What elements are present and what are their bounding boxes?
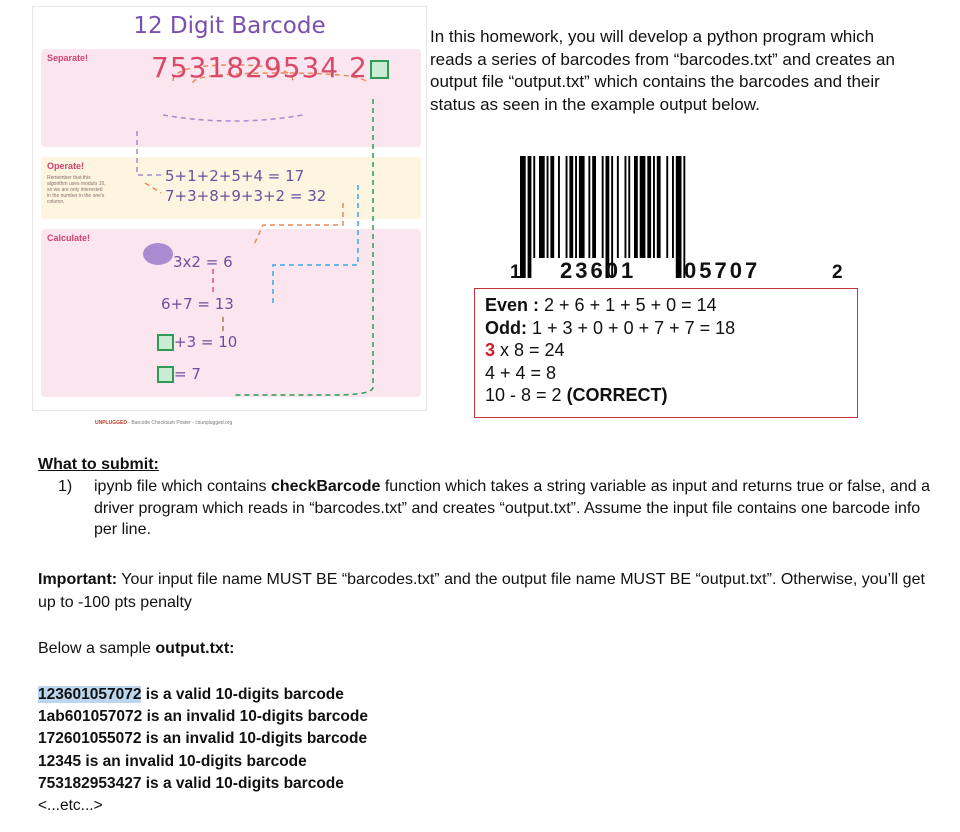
barcode-bar [639,156,646,258]
odd-line: Odd: 1 + 3 + 0 + 0 + 7 + 7 = 18 [485,317,857,340]
sample-etc: <...etc...> [38,797,103,815]
barcode-bar [533,156,536,258]
sample-row: 12345 is an invalid 10-digits barcode [38,752,307,770]
calc-add-line: 6+7 = 13 [161,295,234,313]
barcode-bar [558,156,560,258]
box-icon [157,366,174,383]
barcode-bar [575,156,577,258]
poster-footer: UNPLUGGED - Barcode Checksum Poster - cs… [95,420,232,426]
sample-row-status: is a valid 10-digits barcode [141,686,344,703]
poster-footer-text: - Barcode Checksum Poster - csunplugged.… [128,420,233,426]
submit-item-number: 1) [58,478,73,495]
calc-result-text: = 7 [174,365,201,383]
difference-expression: 10 - 8 = 2 [485,385,567,405]
barcode-bar [624,156,627,258]
barcode-bars [520,156,686,278]
calculate-label: Calculate! [47,233,91,243]
odd-sum-line: 5+1+2+5+4 = 17 [165,167,304,185]
odd-label: Odd: [485,317,527,338]
calc-tens-line: +3 = 10 [157,333,237,351]
sample-row: 753182953427 is a valid 10-digits barcod… [38,774,344,792]
submit-item-pre: ipynb file which contains [94,478,271,495]
sample-output: 123601057072 is a valid 10-digits barcod… [38,684,368,817]
highlighted-barcode: 123601057072 [38,686,142,703]
sum-line: 4 + 4 = 8 [485,362,557,383]
important-note: Important: Your input file name MUST BE … [38,568,938,614]
barcode-bar [550,156,555,258]
intro-paragraph: In this homework, you will develop a pyt… [430,27,895,114]
function-name: checkBarcode [270,478,381,495]
checksum-example-box: Even : 2 + 6 + 1 + 5 + 0 = 14 Odd: 1 + 3… [474,288,858,418]
sample-row: 123601057072 is a valid 10-digits barcod… [38,684,368,706]
check-digit-box-icon [369,59,389,79]
barcode-left-digit: 1 [510,262,521,283]
barcode-bar [569,156,574,258]
barcode-bar [578,156,585,258]
barcode-bar [527,156,532,278]
barcode-bar [672,156,674,258]
even-label: Even : [485,295,540,315]
even-sum-text: 7+3+8+9+3+2 = 32 [165,187,327,205]
submit-item-text: ipynb file which contains checkBarcode f… [94,476,938,541]
barcode-bar [683,156,686,278]
barcode-bar [653,156,655,258]
multiply-line: 3 x 8 = 24 [485,339,857,362]
barcode-group-1: 23601 [560,258,637,283]
even-expression: 2 + 6 + 1 + 5 + 0 = 14 [539,295,717,315]
barcode-bar [565,156,568,258]
calc-add-text: 6+7 = 13 [161,295,234,313]
submit-item-post: function which takes a string variable a… [94,478,931,538]
cloud-shape-icon [143,243,173,265]
poster-title: 12 Digit Barcode [133,13,326,39]
operate-label: Operate! [47,161,85,171]
submit-list-item: 1) ipynb file which contains checkBarcod… [58,476,938,541]
sample-row: 1ab601057072 is an invalid 10-digits bar… [38,708,368,726]
multiplier-value: 3 [485,340,496,360]
sample-heading-file: output.txt: [155,640,235,657]
barcode-bar [592,156,596,258]
barcode-bar [647,156,652,258]
submit-heading: What to submit: [38,456,159,473]
multiply-expression: x 8 = 24 [495,340,565,360]
barcode-bar [539,156,545,258]
important-label: Important: [38,571,118,588]
even-line: Even : 2 + 6 + 1 + 5 + 0 = 14 [485,294,857,317]
box-icon [157,334,174,351]
barcode-bar [616,156,619,258]
barcode-bar [520,156,526,278]
sample-heading: Below a sample output.txt: [38,640,234,658]
poster-digits: 7531829534 2 [151,51,389,84]
separate-label: Separate! [47,53,89,63]
difference-line: 10 - 8 = 2 (CORRECT) [485,384,857,407]
barcode-bar [634,156,638,258]
correct-result: (CORRECT) [566,385,668,405]
sample-row: 172601055072 is an invalid 10-digits bar… [38,730,368,748]
barcode-bar [666,156,669,258]
calc-result-line: = 7 [157,365,201,383]
sample-heading-pre: Below a sample [38,640,156,657]
barcode-bar [611,156,614,278]
poster-digits-text: 7531829534 2 [151,51,368,84]
barcode-image: 1 23601 05707 2 [498,152,858,284]
barcode-bar [675,156,682,278]
barcode-bar [605,156,610,278]
barcode-bar [656,156,661,258]
even-sum-line: 7+3+8+9+3+2 = 32 [165,187,326,205]
calc-tens-text: +3 = 10 [174,333,238,351]
barcode-bar [628,156,631,258]
barcode-bar [601,156,604,258]
calc-multiply-text: 3x2 = 6 [173,253,233,271]
odd-expression: 1 + 3 + 0 + 0 + 7 + 7 = 18 [527,317,736,338]
barcode-poster-image: 12 Digit Barcode Separate! Operate! Reme… [32,6,427,411]
operate-note: Remember that this algorithm uses modulo… [47,175,106,205]
barcode-right-digit: 2 [832,262,843,283]
barcode-bar [546,156,549,258]
barcode-group-2: 05707 [684,258,761,283]
odd-sum-text: 5+1+2+5+4 = 17 [165,167,305,185]
calc-multiply-line: 3x2 = 6 [173,253,233,271]
important-text: Your input file name MUST BE “barcodes.t… [38,571,925,611]
unplugged-logo: UNPLUGGED [95,420,127,426]
barcode-bar [588,156,591,258]
